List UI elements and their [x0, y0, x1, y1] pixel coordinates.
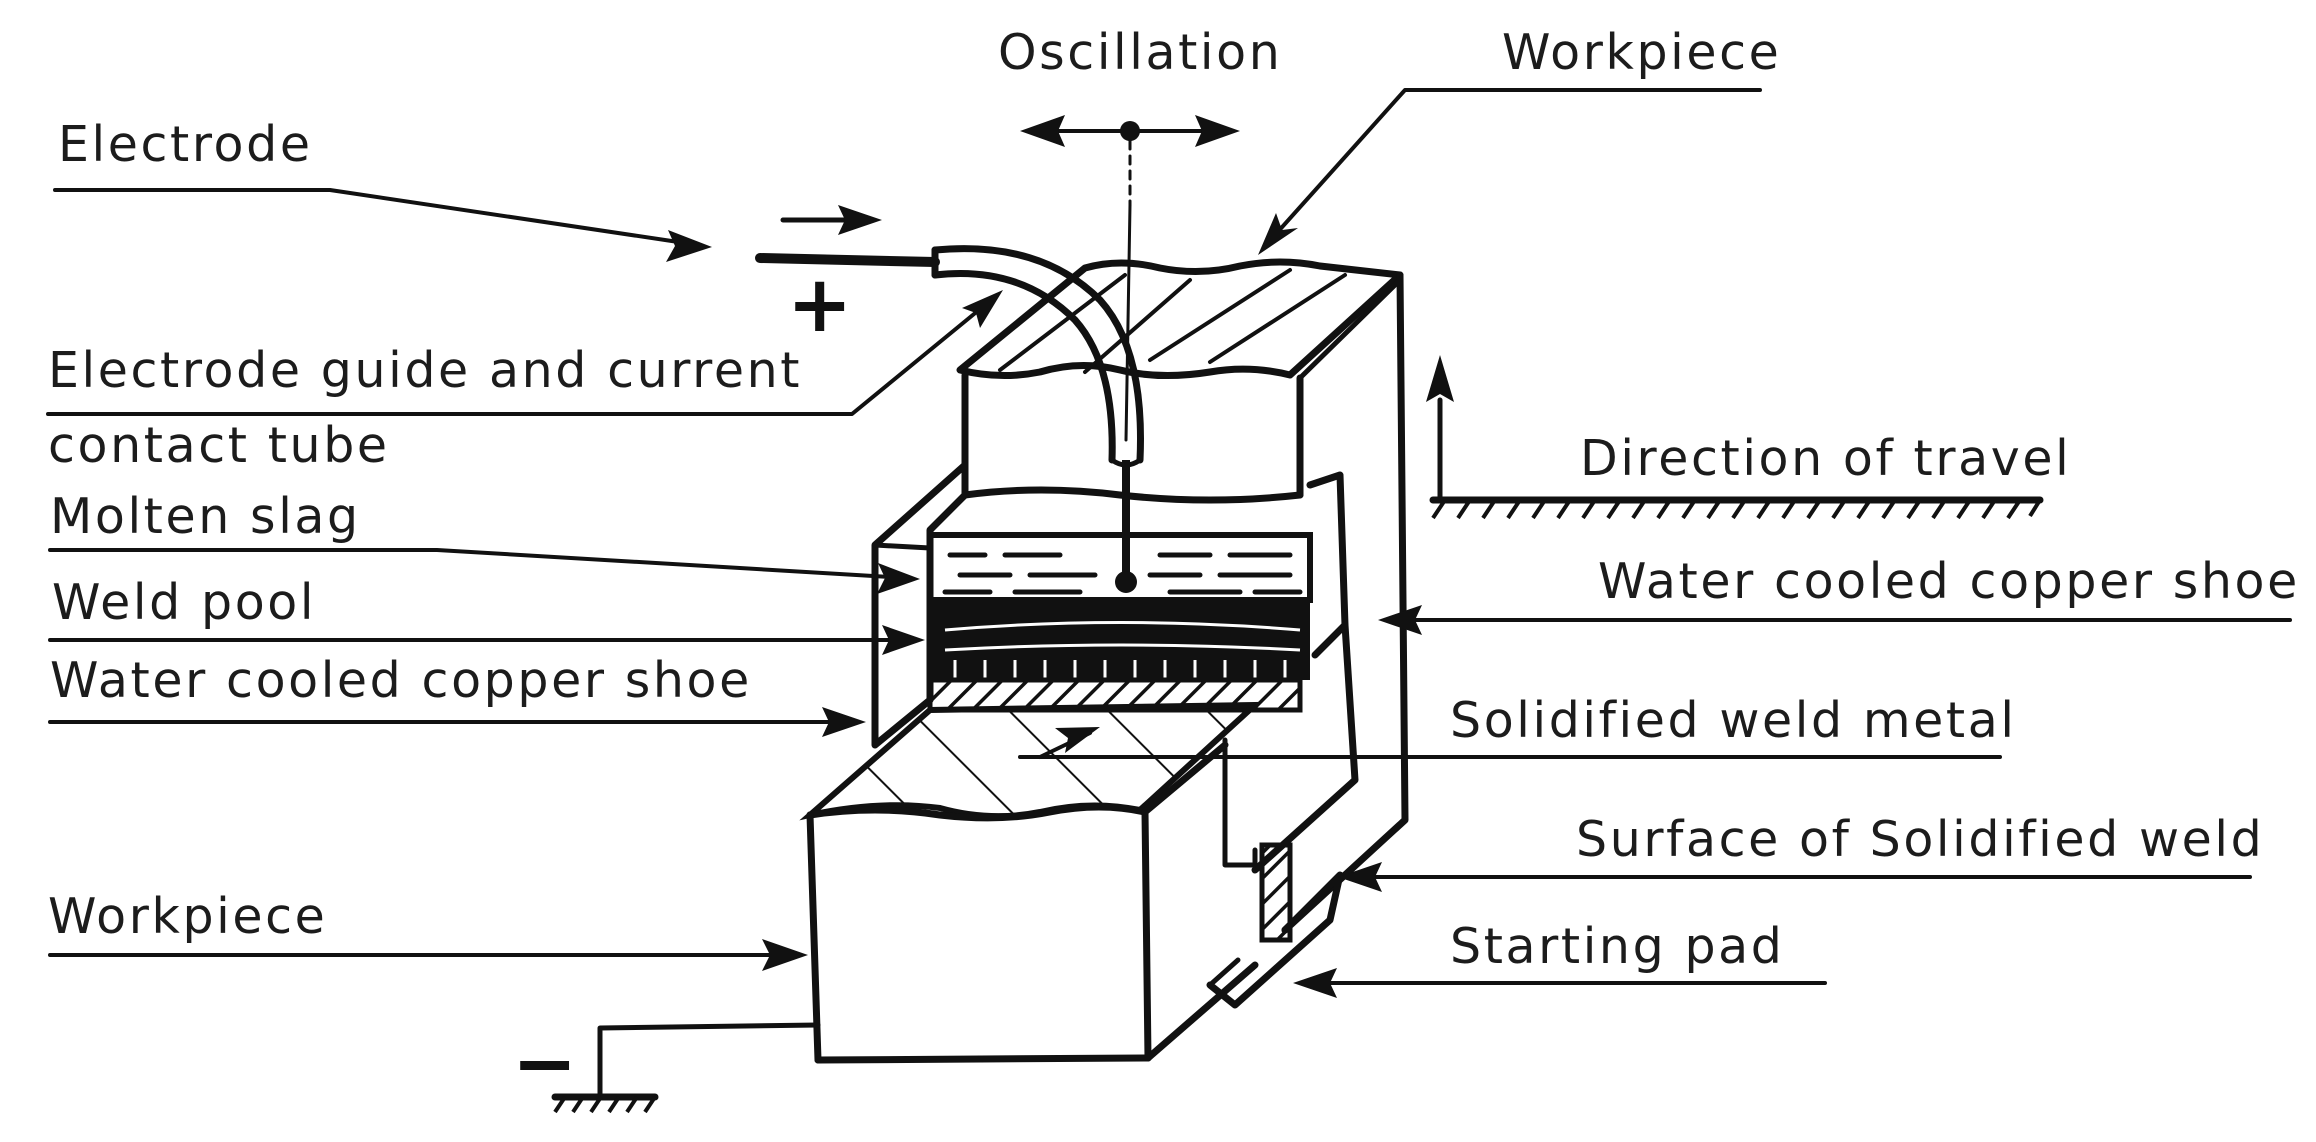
- label-copper-shoe-left: Water cooled copper shoe: [50, 652, 752, 709]
- lower-workpiece: [806, 741, 1344, 1064]
- upper-workpiece: [956, 258, 1409, 934]
- label-electrode-guide-line1: Electrode guide and current: [48, 342, 803, 399]
- label-starting-pad: Starting pad: [1450, 918, 1785, 975]
- electrode-feed-arrow: [780, 205, 882, 235]
- label-surface-solidified-weld: Surface of Solidified weld: [1576, 811, 2265, 868]
- ground-symbol: [551, 1022, 821, 1114]
- label-solidified-weld-metal: Solidified weld metal: [1450, 692, 2017, 749]
- label-workpiece-top: Workpiece: [1502, 24, 1782, 81]
- travel-direction-symbol: [1426, 355, 2044, 520]
- label-electrode-guide-line2: contact tube: [48, 417, 390, 474]
- positive-terminal-symbol: +: [787, 260, 853, 350]
- label-electrode: Electrode: [58, 116, 313, 173]
- label-weld-pool: Weld pool: [52, 574, 317, 631]
- slag-and-pool: [927, 532, 1313, 713]
- electrode-wire: [755, 203, 1144, 593]
- oscillation-indicator: [1020, 115, 1240, 207]
- label-direction-of-travel: Direction of travel: [1580, 430, 2072, 487]
- label-workpiece-bottom: Workpiece: [48, 888, 328, 945]
- right-copper-shoe: [1222, 471, 1359, 943]
- label-molten-slag: Molten slag: [50, 488, 361, 545]
- negative-terminal-symbol: −: [512, 1019, 578, 1109]
- leader-lines: [46, 88, 2292, 998]
- left-copper-shoe: [871, 461, 969, 749]
- label-oscillation: Oscillation: [998, 24, 1283, 81]
- label-copper-shoe-right: Water cooled copper shoe: [1598, 553, 2300, 610]
